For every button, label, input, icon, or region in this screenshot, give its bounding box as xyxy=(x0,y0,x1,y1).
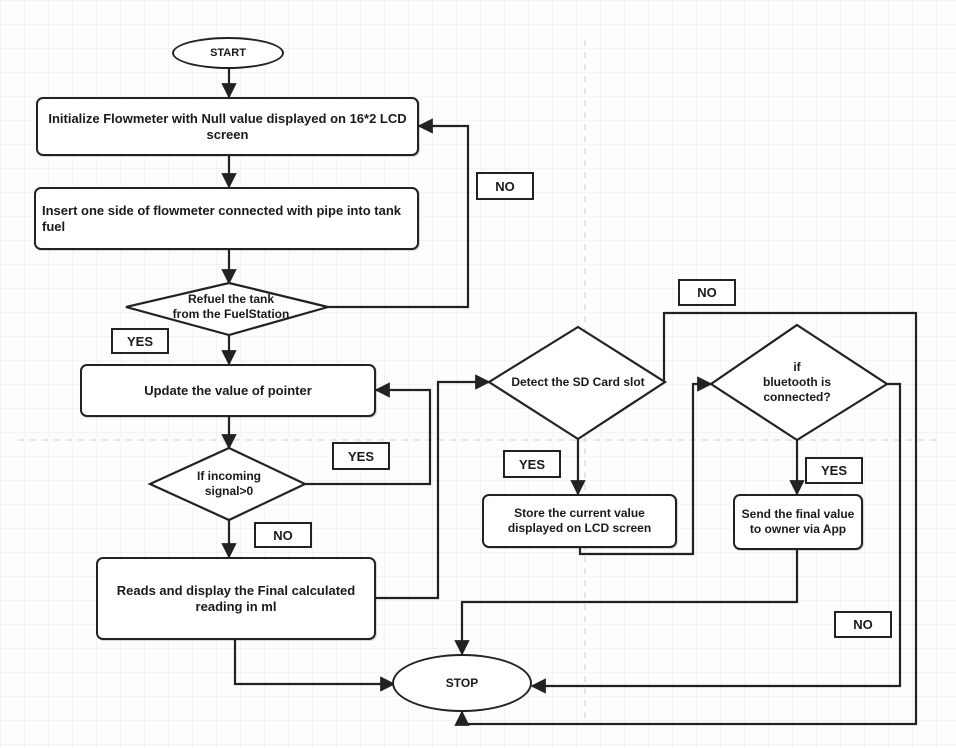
incoming-no-label: NO xyxy=(273,527,293,543)
initialize-flowmeter-step: Initialize Flowmeter with Null value dis… xyxy=(36,97,419,156)
send-value-line1: Send the final value xyxy=(741,507,855,521)
incoming-signal-decision-shape xyxy=(147,446,308,522)
refuel-decision-line2: from the FuelStation xyxy=(172,307,290,321)
update-pointer-step: Update the value of pointer xyxy=(80,364,376,417)
bluetooth-line3: connected? xyxy=(763,389,831,404)
refuel-no-label: NO xyxy=(495,178,515,194)
connector-refuel-no-loop xyxy=(328,118,470,309)
store-value-step: Store the current value displayed on LCD… xyxy=(482,494,677,548)
sd-card-decision-text: Detect the SD Card slot xyxy=(511,375,645,389)
incoming-signal-decision: If incoming signal>0 xyxy=(170,466,288,502)
reads-display-line2: reading in ml xyxy=(195,598,277,614)
sd-card-decision-shape xyxy=(486,325,668,441)
start-terminal: START xyxy=(172,37,284,69)
bluetooth-yes-tag: YES xyxy=(805,457,863,484)
store-value-line1: Store the current value xyxy=(514,506,645,520)
refuel-decision-shape xyxy=(125,281,333,337)
bluetooth-line2: bluetooth is xyxy=(763,374,831,389)
store-value-line2: displayed on LCD screen xyxy=(507,521,652,535)
insert-flowmeter-step: Insert one side of flowmeter connected w… xyxy=(34,187,419,250)
connector-store-bt xyxy=(578,376,713,556)
reads-display-line1: Reads and display the Final calculated xyxy=(116,582,356,598)
stop-label: STOP xyxy=(445,676,479,690)
sd-no-label: NO xyxy=(697,285,717,300)
connector-reads-stop xyxy=(233,640,396,692)
bluetooth-line1: if xyxy=(793,359,801,374)
incoming-yes-label: YES xyxy=(347,448,374,464)
bluetooth-yes-label: YES xyxy=(820,463,847,478)
refuel-yes-tag: YES xyxy=(111,328,169,354)
connector-send-stop xyxy=(454,550,799,656)
insert-flowmeter-text: Insert one side of flowmeter connected w… xyxy=(42,202,401,234)
refuel-no-tag: NO xyxy=(476,172,534,200)
refuel-yes-label: YES xyxy=(126,333,153,349)
start-label: START xyxy=(210,47,246,59)
incoming-yes-tag: YES xyxy=(332,442,390,470)
connector-incoming-yes-loop xyxy=(305,382,432,486)
initialize-flowmeter-text: Initialize Flowmeter with Null value dis… xyxy=(48,110,407,142)
connector-bt-no-stop xyxy=(530,382,902,694)
connector-reads-sd xyxy=(376,374,491,600)
incoming-signal-line1: If incoming xyxy=(197,469,261,483)
bluetooth-no-label: NO xyxy=(853,617,873,632)
sd-card-decision: Detect the SD Card slot xyxy=(500,372,656,392)
update-pointer-text: Update the value of pointer xyxy=(144,382,312,398)
stop-terminal: STOP xyxy=(392,654,532,712)
bluetooth-no-tag: NO xyxy=(834,611,892,638)
bluetooth-decision-shape xyxy=(709,323,890,442)
refuel-decision-line1: Refuel the tank xyxy=(187,292,274,306)
sd-no-tag: NO xyxy=(678,279,736,306)
send-value-line2: to owner via App xyxy=(749,522,847,536)
connector-sd-no-stop xyxy=(454,311,918,726)
bluetooth-decision: if bluetooth is connected? xyxy=(741,357,853,407)
refuel-decision: Refuel the tank from the FuelStation xyxy=(146,289,316,325)
incoming-no-tag: NO xyxy=(254,522,312,548)
incoming-signal-line2: signal>0 xyxy=(204,484,254,498)
sd-yes-tag: YES xyxy=(503,450,561,478)
send-value-step: Send the final value to owner via App xyxy=(733,494,863,550)
reads-display-step: Reads and display the Final calculated r… xyxy=(96,557,376,640)
sd-yes-label: YES xyxy=(518,456,545,472)
